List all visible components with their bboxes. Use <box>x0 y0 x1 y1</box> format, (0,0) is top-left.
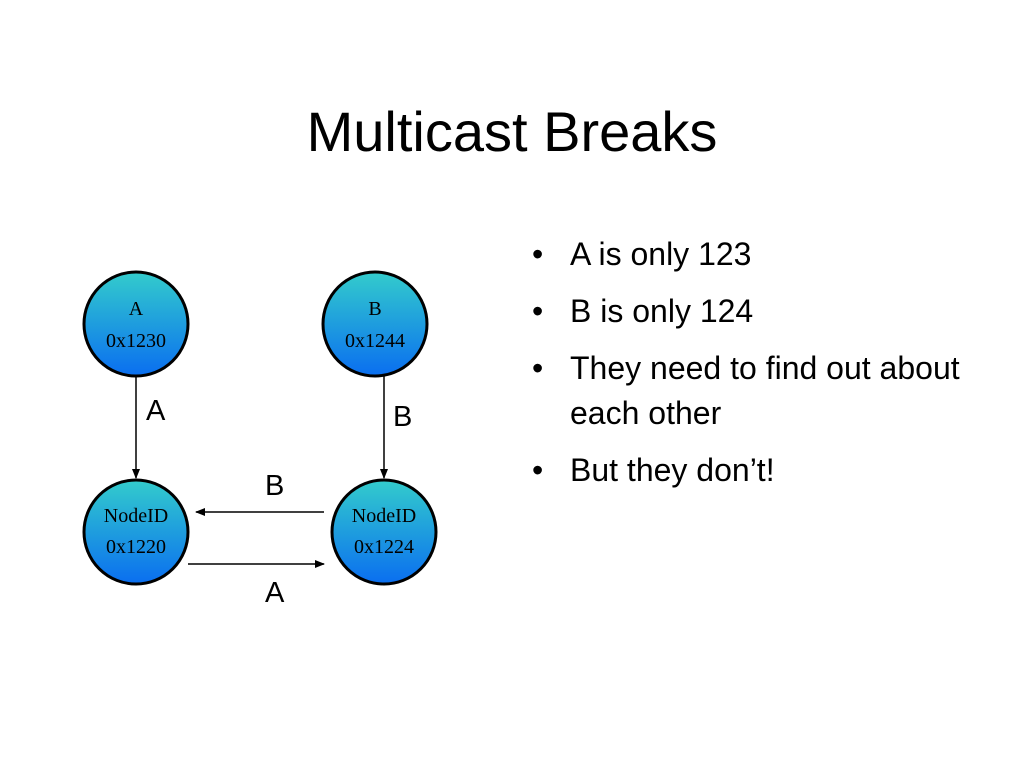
bullet-text: B is only 124 <box>570 293 754 329</box>
diagram-edge-labels: A B B A <box>146 395 412 609</box>
node-label-line1: B <box>368 298 381 320</box>
bullet-list: • A is only 123 • B is only 124 • They n… <box>532 232 992 505</box>
bullet-marker: • <box>532 236 544 272</box>
bullet-item: • B is only 124 <box>532 289 992 334</box>
bullet-item: • A is only 123 <box>532 232 992 277</box>
node-label-line1: NodeID <box>352 505 416 527</box>
edge-label: B <box>393 401 412 433</box>
bullet-text: A is only 123 <box>570 236 752 272</box>
node-1224: NodeID 0x1224 <box>330 478 438 586</box>
node-label-line1: NodeID <box>104 505 168 527</box>
edge-label: B <box>265 470 284 502</box>
bullet-marker: • <box>532 293 544 329</box>
node-label-line2: 0x1230 <box>106 330 166 352</box>
bullet-text: But they don’t! <box>570 452 775 488</box>
node-label-line2: 0x1224 <box>354 536 414 558</box>
bullet-item: • But they don’t! <box>532 448 992 493</box>
node-1220: NodeID 0x1220 <box>82 478 190 586</box>
bullet-marker: • <box>532 452 544 488</box>
edge-label: A <box>146 395 166 427</box>
bullet-marker: • <box>532 350 544 386</box>
slide-title: Multicast Breaks <box>306 100 718 163</box>
edge-label: A <box>265 577 285 609</box>
node-label-line1: A <box>129 298 144 320</box>
bullet-item: • They need to find out about each other <box>532 346 992 436</box>
node-label-line2: 0x1244 <box>345 330 405 352</box>
bullet-text: They need to find out about each other <box>570 350 960 431</box>
node-group-a: A 0x1230 <box>82 270 190 378</box>
node-label-line2: 0x1220 <box>106 536 166 558</box>
node-group-b: B 0x1244 <box>321 270 429 378</box>
diagram-edges <box>132 376 388 568</box>
